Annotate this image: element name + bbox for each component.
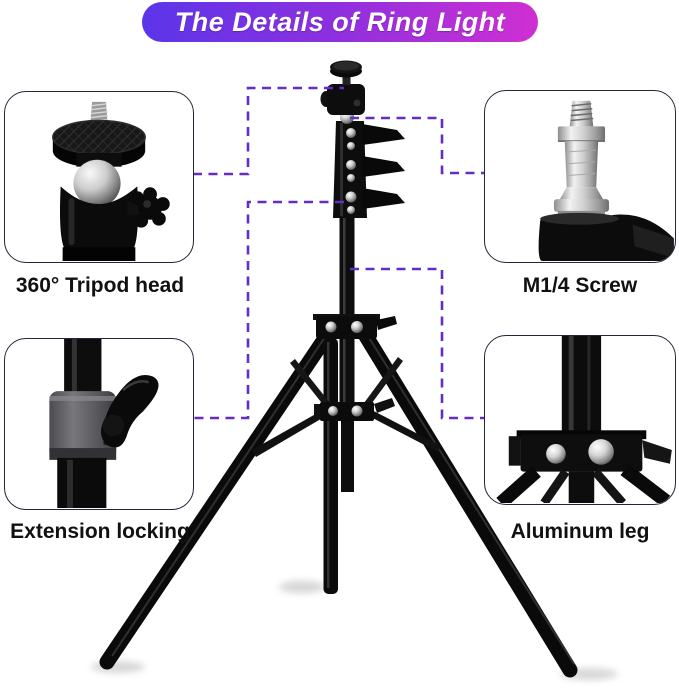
- ball-head: [320, 60, 365, 124]
- aluminum-leg-photo: [496, 336, 672, 503]
- label-aluminum-leg: Aluminum leg: [510, 520, 650, 543]
- m14-screw-photo: [538, 100, 674, 261]
- callout-aluminum-leg: [484, 335, 676, 505]
- label-extension-locking: Extension locking: [10, 520, 190, 543]
- extension-tube: [333, 121, 405, 218]
- extension-locking-photo: [49, 339, 159, 508]
- title-banner: The Details of Ring Light: [142, 2, 538, 42]
- top-leg-bracket: [313, 314, 397, 339]
- label-tripod-head: 360° Tripod head: [15, 274, 185, 297]
- callout-m14-screw: [484, 90, 676, 263]
- callout-extension-locking: [4, 338, 194, 510]
- callout-tripod-head: [4, 91, 194, 263]
- center-column: [339, 214, 355, 492]
- label-m14-screw: M1/4 Screw: [522, 274, 638, 297]
- tripod-head-photo: [52, 101, 170, 261]
- banner-title: The Details of Ring Light: [174, 6, 506, 37]
